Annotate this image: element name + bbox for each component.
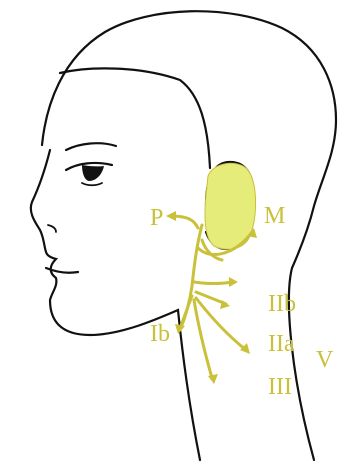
label-iia: IIa (268, 332, 295, 356)
path-to-iib-1 (194, 282, 234, 284)
eyebrow (66, 143, 116, 150)
label-m: M (264, 204, 285, 228)
label-iii: III (268, 375, 292, 399)
nostril (48, 225, 56, 232)
path-to-ib (180, 296, 192, 328)
eye-lower-lid (82, 183, 102, 185)
arrow-iib-1 (229, 277, 238, 287)
arrow-iii (208, 374, 218, 384)
label-v: V (316, 348, 333, 372)
arrow-p (166, 211, 176, 221)
label-iib: IIb (268, 292, 296, 316)
hairline (60, 68, 210, 168)
main-trunk (180, 225, 202, 330)
label-p: P (150, 206, 163, 230)
eye-pupil (82, 165, 104, 181)
profile-outline (31, 150, 200, 460)
label-ib: Ib (150, 322, 170, 346)
path-to-iii (194, 300, 212, 378)
